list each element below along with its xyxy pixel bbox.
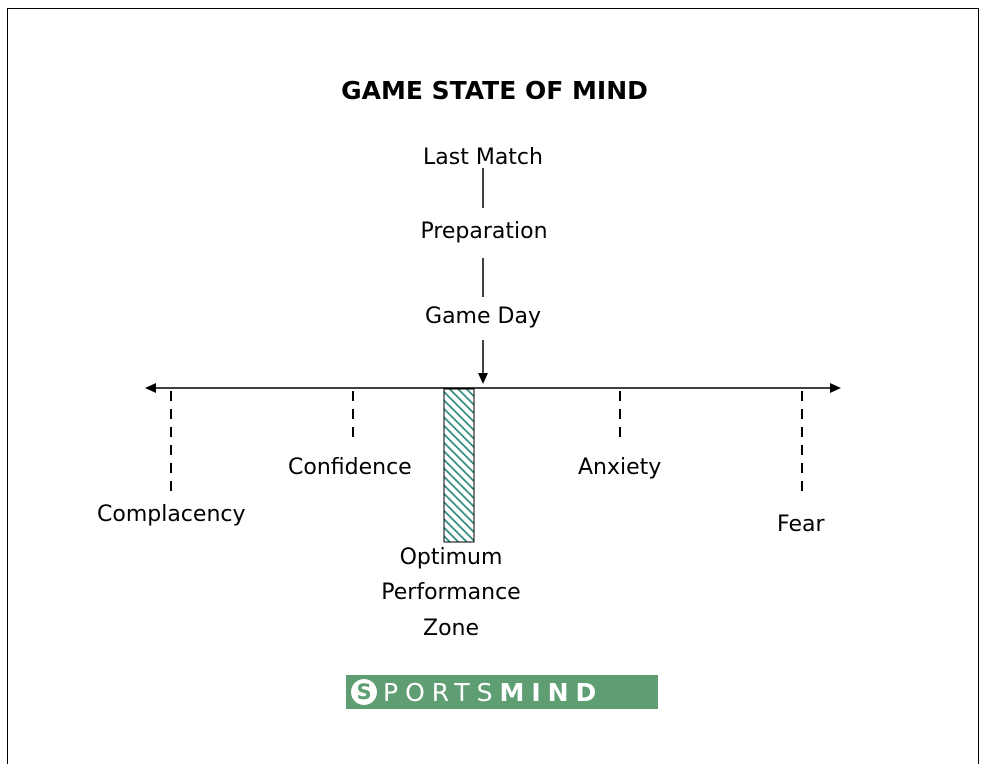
page-title: GAME STATE OF MIND <box>341 76 648 105</box>
logo-wordmark: PORTSMIND <box>383 677 604 707</box>
arrow-right-icon <box>830 383 841 393</box>
complacency-label: Complacency <box>97 502 246 527</box>
optimum-zone-bar <box>443 388 475 543</box>
zone-label-line-1: Optimum <box>399 545 503 570</box>
confidence-label: Confidence <box>288 455 412 480</box>
logo-s-circle-icon: S <box>351 679 377 705</box>
anxiety-label: Anxiety <box>578 455 662 480</box>
fear-label: Fear <box>777 512 825 537</box>
game-day-label: Game Day <box>425 304 541 329</box>
arrow-left-icon <box>145 383 156 393</box>
preparation-label: Preparation <box>420 219 548 244</box>
slide-frame <box>7 8 979 764</box>
zone-label-line-2: Performance <box>381 580 521 605</box>
arrow-down-icon <box>478 373 488 384</box>
last-match-label: Last Match <box>423 145 543 170</box>
zone-label-line-3: Zone <box>422 616 480 641</box>
sportsmind-logo: S PORTSMIND <box>346 675 658 709</box>
